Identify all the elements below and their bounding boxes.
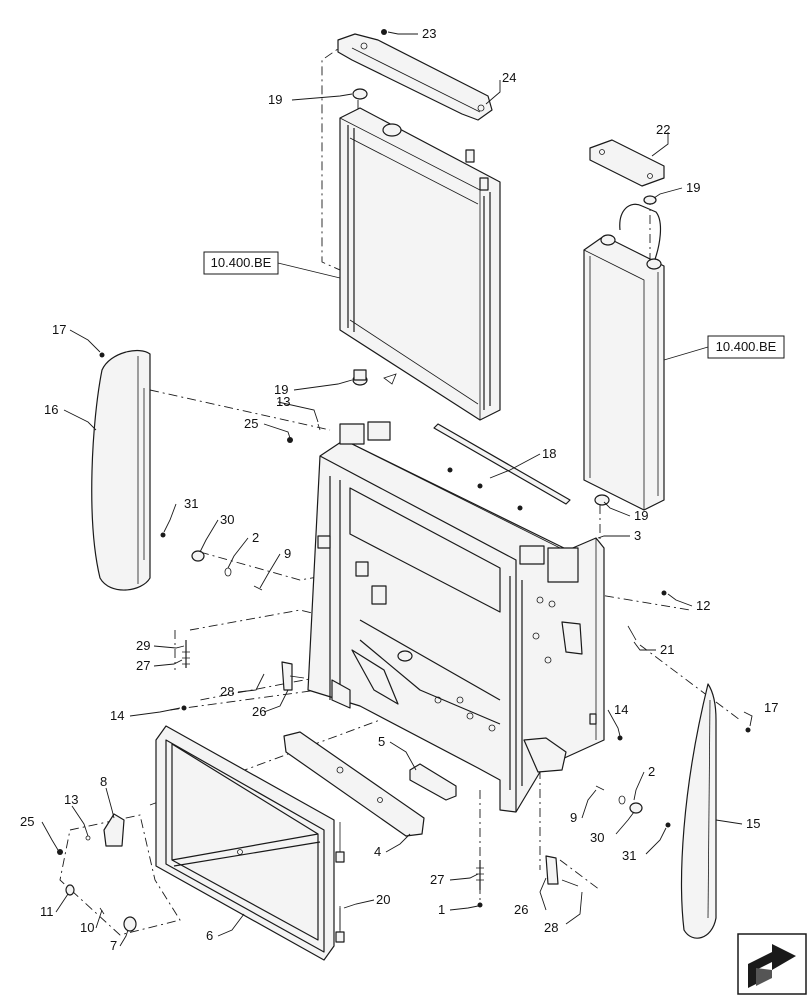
next-arrow-icon[interactable]: [737, 933, 807, 995]
callout-30: 30: [220, 512, 234, 527]
reference-leader: [663, 346, 709, 361]
side-panel-16: [91, 349, 151, 591]
callout-13: 13: [64, 792, 78, 807]
callout-29: 29: [136, 638, 150, 653]
main-frame-3: [307, 421, 605, 813]
callout-2: 2: [648, 764, 655, 779]
svg-text:10.400.BE: 10.400.BE: [211, 255, 272, 270]
callout-7: 7: [110, 938, 117, 953]
callout-27: 27: [430, 872, 444, 887]
callout-19: 19: [634, 508, 648, 523]
plate-4: [283, 731, 425, 837]
callout-27: 27: [136, 658, 150, 673]
callout-13: 13: [276, 394, 290, 409]
callout-12: 12: [696, 598, 710, 613]
callout-15: 15: [746, 816, 760, 831]
callout-23: 23: [422, 26, 436, 41]
bracket-24: [337, 29, 493, 121]
callout-20: 20: [376, 892, 390, 907]
callout-5: 5: [378, 734, 385, 749]
callout-19: 19: [686, 180, 700, 195]
callout-10: 10: [80, 920, 94, 935]
callout-11: 11: [40, 904, 54, 919]
reference-box-radiator[interactable]: 10.400.BE: [203, 251, 279, 275]
callout-4: 4: [374, 844, 381, 859]
callout-3: 3: [634, 528, 641, 543]
callout-25: 25: [244, 416, 258, 431]
callout-30: 30: [590, 830, 604, 845]
svg-text:10.400.BE: 10.400.BE: [716, 339, 777, 354]
callout-1: 1: [438, 902, 445, 917]
callout-22: 22: [656, 122, 670, 137]
charge-air-cooler: [583, 195, 665, 511]
callout-31: 31: [622, 848, 636, 863]
reference-leader: [277, 262, 341, 279]
callout-labels: 1 2 2 3 4 5 6 7 8 9 9 10 11 12 13 13 14 …: [20, 26, 778, 953]
callout-18: 18: [542, 446, 556, 461]
callout-31: 31: [184, 496, 198, 511]
rod-18: [433, 423, 571, 505]
callout-21: 21: [660, 642, 674, 657]
callout-2: 2: [252, 530, 259, 545]
callout-leaders: [41, 31, 753, 947]
callout-28: 28: [220, 684, 234, 699]
callout-26: 26: [252, 704, 266, 719]
callout-8: 8: [100, 774, 107, 789]
callout-14: 14: [110, 708, 124, 723]
callout-26: 26: [514, 902, 528, 917]
callout-9: 9: [570, 810, 577, 825]
callout-19: 19: [274, 382, 288, 397]
side-panel-15: [680, 683, 717, 939]
callout-28: 28: [544, 920, 558, 935]
callout-17: 17: [764, 700, 778, 715]
callout-19: 19: [268, 92, 282, 107]
callout-14: 14: [614, 702, 628, 717]
hardware: [57, 352, 751, 932]
callout-16: 16: [44, 402, 58, 417]
reference-box-cooler[interactable]: 10.400.BE: [707, 335, 785, 359]
plate-5: [409, 763, 457, 801]
bracket-22: [589, 139, 665, 187]
callout-17: 17: [52, 322, 66, 337]
callout-9: 9: [284, 546, 291, 561]
callout-24: 24: [502, 70, 516, 85]
radiator-core: [339, 88, 501, 421]
callout-6: 6: [206, 928, 213, 943]
callout-25: 25: [20, 814, 34, 829]
